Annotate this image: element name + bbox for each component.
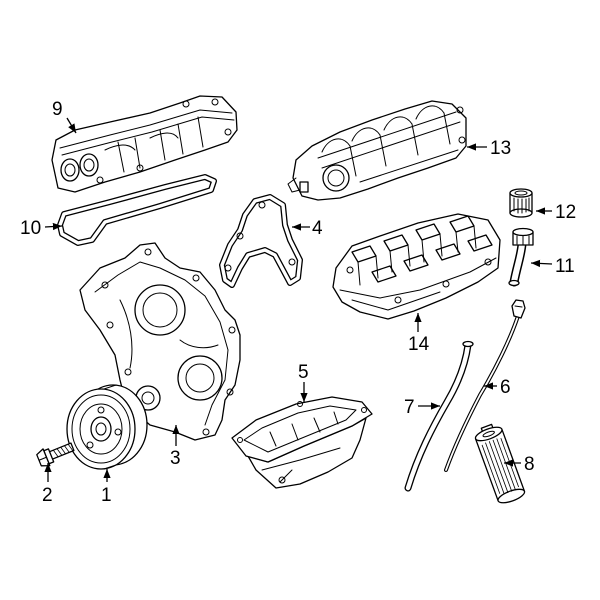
lower-intake-manifold-part — [332, 213, 501, 320]
oil-filler-cap-part — [509, 188, 533, 218]
callout-5-label: 5 — [298, 362, 309, 383]
timing-cover-part — [79, 242, 241, 441]
callout-13-label: 13 — [490, 138, 511, 159]
upper-intake-manifold-part — [287, 100, 467, 201]
callout-6-label: 6 — [500, 377, 511, 398]
crankshaft-pulley-part — [66, 384, 148, 470]
oil-pan-part — [231, 396, 373, 489]
callout-11-leader — [530, 259, 553, 268]
timing-cover-gasket-part — [219, 194, 303, 288]
callout-14-label: 14 — [408, 334, 430, 355]
dipstick-part — [444, 299, 526, 472]
pulley-bolt-part — [36, 442, 75, 467]
callout-4-label: 4 — [312, 218, 323, 239]
callout-2-label: 2 — [42, 485, 53, 506]
callout-9-label: 9 — [52, 99, 63, 120]
callout-9-leader — [66, 117, 77, 134]
callout-1-label: 1 — [101, 485, 112, 506]
callout-12-label: 12 — [555, 202, 576, 223]
dipstick-tube-part — [404, 340, 474, 492]
oil-filler-tube-part — [508, 227, 534, 287]
valve-cover-part — [51, 95, 238, 193]
callout-8-label: 8 — [524, 454, 535, 475]
callout-10-leader — [44, 222, 63, 231]
valve-cover-gasket-part — [57, 174, 217, 246]
callout-7-label: 7 — [404, 397, 415, 418]
callout-3-label: 3 — [170, 448, 181, 469]
oil-filter-part — [474, 423, 526, 504]
callout-11-label: 11 — [555, 256, 575, 277]
callout-10-label: 10 — [20, 218, 41, 239]
